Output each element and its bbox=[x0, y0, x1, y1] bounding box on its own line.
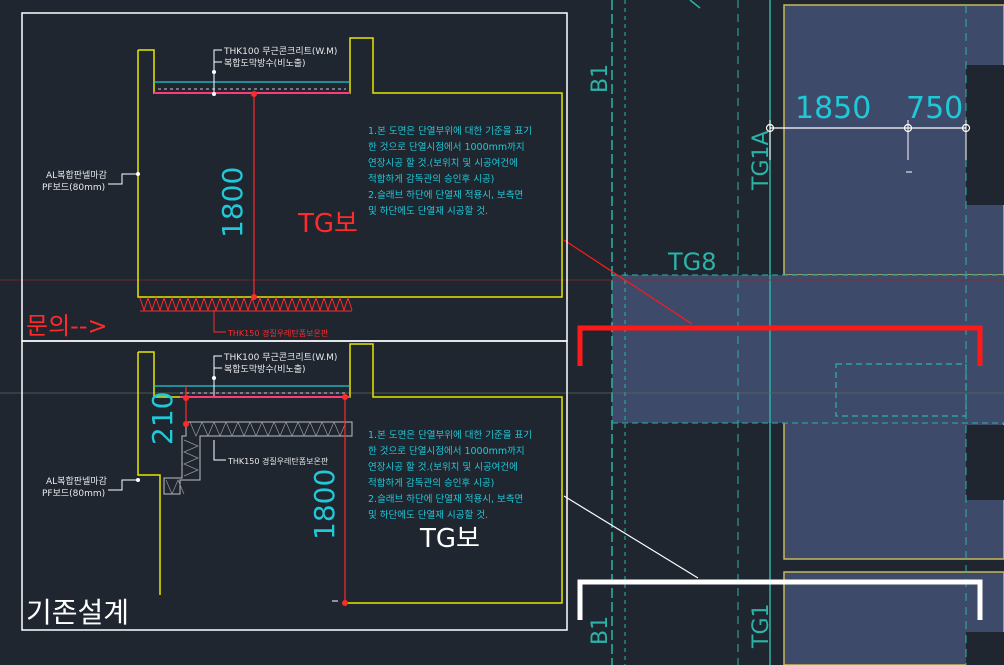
leader-side-panel bbox=[108, 173, 138, 185]
leader-fragment bbox=[689, 0, 701, 9]
dimension-node bbox=[765, 123, 775, 133]
leader-slab bbox=[213, 49, 222, 94]
leader-dot bbox=[212, 92, 216, 96]
note-line: 2.슬래브 하단에 단열재 적용시, 보측면 bbox=[368, 493, 523, 505]
leader-dot bbox=[212, 376, 216, 380]
note-line: 한 것으로 단열시점에서 1000mm까지 bbox=[368, 141, 525, 153]
insulation-crosshatch bbox=[165, 421, 347, 495]
dimension-750: 750 bbox=[906, 91, 963, 126]
top-detail[interactable]: 1800 THK100 무근콘크리트(W.M) 복합도막방수(비노출) AL복합… bbox=[21, 12, 568, 342]
beam-label-bottom: TG보 bbox=[419, 524, 480, 554]
note-line: 연장시공 할 것.(보위치 및 시공여건에 bbox=[368, 157, 518, 169]
dimension-210: 210 bbox=[146, 392, 179, 445]
dimension-node bbox=[342, 600, 348, 606]
note-line: 한 것으로 단열시점에서 1000mm까지 bbox=[368, 445, 525, 457]
beam-section-outline bbox=[137, 37, 563, 298]
dimension-node bbox=[961, 123, 971, 133]
leader-dot bbox=[136, 172, 140, 176]
label-side-panel-2-top: PF보드(80mm) bbox=[42, 182, 105, 193]
label-side-panel-1-bottom: AL복합판넬마감 bbox=[46, 475, 107, 487]
leader-slab bbox=[213, 355, 222, 396]
label-waterproof-bottom: 복합도막방수(비노출) bbox=[224, 364, 306, 375]
detail-frame bbox=[21, 340, 568, 631]
dimension-node bbox=[251, 294, 257, 300]
label-waterproof-top: 복합도막방수(비노출) bbox=[224, 58, 306, 69]
beam-section-outline bbox=[138, 343, 563, 604]
label-insulation-bottom: THK150 경질우레탄폼보온판 bbox=[227, 456, 329, 466]
column-cutout bbox=[966, 65, 1004, 205]
dimension-1800-top: 1800 bbox=[216, 167, 249, 238]
note-line: 1.본 도면은 단열부위에 대한 기준을 표기 bbox=[368, 429, 532, 441]
dimension-node bbox=[251, 91, 257, 97]
note-line: 1.본 도면은 단열부위에 대한 기준을 표기 bbox=[368, 125, 532, 137]
leader-insulation bbox=[213, 310, 226, 333]
dimension-node bbox=[183, 395, 189, 401]
dimension-node bbox=[342, 394, 348, 400]
leader-dot bbox=[212, 70, 216, 74]
label-slab-bottom: THK100 무근콘크리트(W.M) bbox=[223, 352, 337, 363]
label-insulation-top: THK150 경질우레탄폼보온판 bbox=[227, 328, 329, 338]
question-annotation: 문의--> bbox=[26, 312, 108, 340]
beam-section-outline-left bbox=[137, 352, 161, 595]
leader-dot bbox=[136, 478, 140, 482]
note-line: 및 하단에도 단열재 시공할 것. bbox=[368, 205, 488, 217]
beam-label-tg1: TG1 bbox=[749, 604, 774, 649]
dimension-node bbox=[903, 123, 913, 133]
label-slab-top: THK100 무근콘크리트(W.M) bbox=[223, 46, 337, 57]
callout-leader-white bbox=[563, 495, 699, 579]
beam-tg8 bbox=[612, 275, 1004, 423]
column-cutout bbox=[966, 425, 1004, 500]
note-block-bottom: 1.본 도면은 단열부위에 대한 기준을 표기 한 것으로 단열시점에서 100… bbox=[368, 429, 532, 521]
dimension-1850: 1850 bbox=[795, 91, 871, 126]
column-cutout bbox=[966, 632, 1004, 665]
section-marker-red bbox=[577, 325, 983, 366]
grid-label-b1-bottom: B1 bbox=[588, 616, 613, 645]
beam-label-tg8: TG8 bbox=[667, 248, 717, 276]
callout-leader-red bbox=[563, 239, 693, 325]
bottom-detail[interactable]: 1800 210 THK100 무근콘크리트(W.M) 복합도막방수(비노출) … bbox=[21, 340, 568, 631]
label-side-panel-1-top: AL복합판넬마감 bbox=[46, 169, 107, 181]
beam-label-top: TG보 bbox=[297, 209, 358, 239]
grid-label-b1-top: B1 bbox=[588, 64, 613, 93]
note-line: 2.슬래브 하단에 단열재 적용시, 보측면 bbox=[368, 189, 523, 201]
existing-design-label: 기존설계 bbox=[26, 596, 129, 629]
leader-side-panel bbox=[108, 479, 138, 491]
leader-insulation bbox=[213, 440, 226, 461]
insulation-hatch bbox=[139, 296, 353, 312]
note-block-top: 1.본 도면은 단열부위에 대한 기준을 표기 한 것으로 단열시점에서 100… bbox=[368, 125, 532, 217]
note-line: 적합하게 감독관의 승인후 시공) bbox=[368, 477, 494, 489]
dimension-1800-bottom: 1800 bbox=[308, 469, 341, 540]
note-line: 및 하단에도 단열재 시공할 것. bbox=[368, 509, 488, 521]
dimension-node bbox=[183, 421, 189, 427]
section-marker-white bbox=[577, 579, 983, 620]
note-line: 연장시공 할 것.(보위치 및 시공여건에 bbox=[368, 461, 518, 473]
note-line: 적합하게 감독관의 승인후 시공) bbox=[368, 173, 494, 185]
beam-label-tg1a: TG1A bbox=[749, 130, 774, 191]
insulation-hatch-stepped bbox=[163, 421, 353, 495]
label-side-panel-2-bottom: PF보드(80mm) bbox=[42, 488, 105, 499]
